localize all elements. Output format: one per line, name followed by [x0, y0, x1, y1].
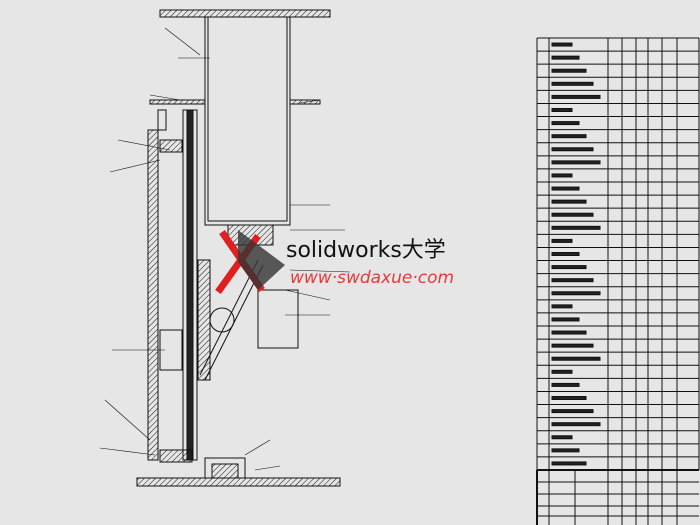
- top-plate: [159, 9, 331, 18]
- table-cell-text: [551, 186, 580, 191]
- table-cell-text: [551, 356, 601, 361]
- motor-body: [257, 289, 299, 349]
- table-cell-text: [551, 304, 573, 309]
- table-cell-text: [551, 448, 580, 453]
- table-cell-text: [551, 252, 580, 256]
- table-cell-text: [551, 265, 587, 270]
- table-cell-text: [551, 225, 601, 230]
- table-cell-text: [551, 55, 580, 60]
- table-cell-text: [551, 396, 587, 400]
- bearing-top: [159, 139, 183, 153]
- table-cell-text: [551, 212, 594, 217]
- table-cell-text: [551, 121, 580, 126]
- table-cell-text: [551, 160, 601, 165]
- base-plate: [136, 477, 341, 487]
- table-cell-text: [551, 461, 587, 466]
- table-cell-text: [551, 81, 594, 86]
- linkage-arm: [199, 259, 259, 376]
- table-cell-text: [551, 108, 573, 112]
- table-cell-text: [551, 291, 601, 296]
- table-cell-text: [551, 382, 580, 387]
- watermark-brand: solidworks大学: [286, 238, 446, 263]
- watermark-url: www·swdaxue·com: [290, 268, 455, 288]
- table-cell-text: [551, 422, 601, 427]
- assembly-section-view: [99, 9, 351, 487]
- watermark-logo: [215, 230, 285, 295]
- parts-list-table: [536, 37, 700, 525]
- flange-left: [149, 99, 206, 105]
- table-cell-text: [551, 147, 594, 152]
- tube-inner: [207, 16, 288, 222]
- leader-lines: [99, 27, 351, 471]
- pulley: [209, 307, 235, 333]
- column-top: [157, 109, 167, 131]
- table-cell-text: [551, 173, 573, 178]
- table-cell-text: [551, 68, 587, 73]
- table-cell-text: [551, 42, 573, 47]
- table-cell-text: [551, 238, 573, 243]
- bearing-bottom: [159, 449, 193, 463]
- table-cell-text: [551, 369, 573, 374]
- table-cell-text: [551, 317, 580, 322]
- table-cell-text: [551, 435, 573, 440]
- guide-rail-inner: [186, 109, 194, 461]
- table-cell-text: [551, 134, 587, 139]
- vertical-tube: [204, 16, 291, 226]
- table-cell-text: [551, 330, 587, 335]
- column-wall-left: [147, 129, 159, 461]
- table-cell-text: [551, 343, 594, 348]
- carriage-plate: [197, 259, 211, 381]
- table-cell-text: [551, 94, 601, 99]
- table-cell-text: [551, 409, 594, 414]
- table-cell-text: [551, 199, 587, 204]
- table-cell-text: [551, 278, 594, 283]
